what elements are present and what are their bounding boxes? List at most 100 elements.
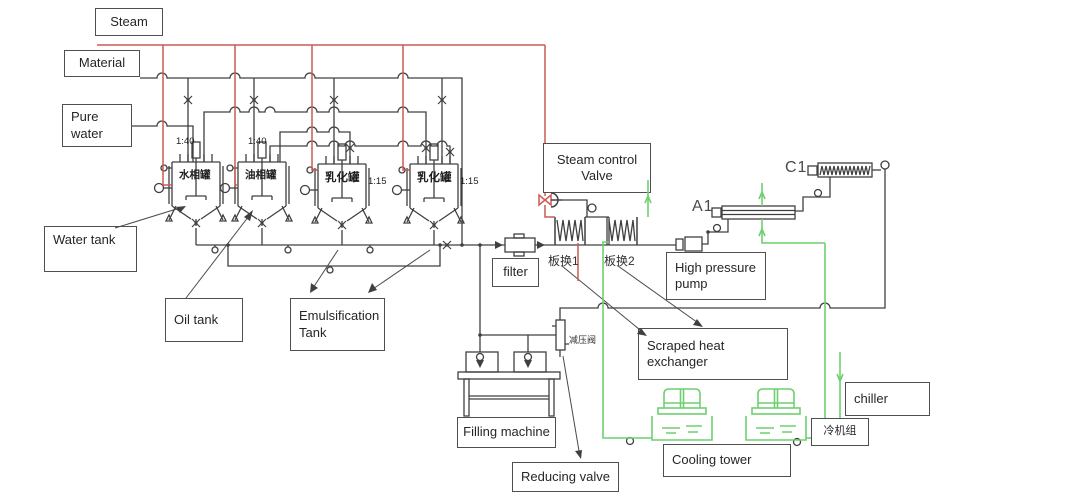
valve-circle bbox=[712, 223, 722, 233]
high-pressure-pump-label: High pressure pump bbox=[675, 259, 756, 291]
legend-material-label: Material bbox=[78, 55, 126, 71]
label-box-scraped-heat-exchanger: Scraped heat exchanger bbox=[638, 328, 788, 380]
pipe-cooling-a1-jacket bbox=[761, 183, 825, 244]
filter-outlet-arrow bbox=[537, 241, 545, 249]
filter-symbol bbox=[504, 233, 536, 257]
tank3-ratio-label: 1:15 bbox=[368, 176, 387, 187]
arrow-up bbox=[758, 189, 766, 200]
filter-label: filter bbox=[503, 264, 528, 280]
pipe-tank-outlets bbox=[195, 228, 435, 245]
leader-scraped-hx-1 bbox=[561, 265, 646, 335]
valve-circle bbox=[880, 160, 890, 170]
reducing-valve-label: Reducing valve bbox=[521, 468, 610, 484]
scraped-heat-exchanger-label: Scraped heat exchanger bbox=[647, 337, 725, 369]
label-box-water-tank: Water tank bbox=[44, 226, 137, 272]
water-tank-label: Water tank bbox=[53, 232, 116, 247]
leader-emulsification-2 bbox=[369, 249, 431, 292]
pipe-transfer-1 bbox=[203, 106, 427, 164]
reducing-valve-cn-label: 减压阀 bbox=[569, 335, 597, 345]
pipe-material-header bbox=[140, 72, 463, 245]
arrowhead bbox=[310, 283, 318, 293]
label-box-oil-tank: Oil tank bbox=[165, 298, 243, 342]
label-box-emulsification-tank: Emulsification Tank bbox=[290, 298, 385, 351]
legend-box-steam: Steam bbox=[95, 8, 163, 36]
cooling-tower-symbol-1 bbox=[651, 388, 713, 441]
label-box-filling-machine: Filling machine bbox=[457, 417, 556, 448]
legend-pure-water-label: Pure water bbox=[71, 109, 103, 141]
valve-circle bbox=[813, 188, 823, 198]
pipe-steam-drop-tank1 bbox=[162, 45, 172, 186]
label-box-reducing-valve: Reducing valve bbox=[512, 462, 619, 492]
leader-reducing-valve bbox=[562, 355, 581, 458]
label-box-high-pressure-pump: High pressure pump bbox=[666, 252, 766, 300]
reducing-valve-symbol bbox=[552, 319, 569, 357]
leader-oil-tank bbox=[185, 211, 253, 299]
tank4-cn-label: 乳化罐 bbox=[417, 172, 452, 184]
plate-hx1-coil bbox=[554, 216, 586, 246]
label-box-chiller: chiller bbox=[845, 382, 930, 416]
chiller-unit-cn-label: 冷机组 bbox=[823, 425, 857, 438]
plate-hx2-coil bbox=[606, 216, 638, 246]
oil-tank-label: Oil tank bbox=[174, 311, 219, 327]
scraped-hx-c1-symbol bbox=[807, 162, 873, 178]
scraped-hx-a1-symbol bbox=[711, 205, 796, 220]
arrow-down bbox=[836, 373, 844, 384]
filter-inlet-arrow bbox=[495, 241, 503, 249]
arrowhead bbox=[368, 283, 377, 293]
legend-box-pure-water: Pure water bbox=[62, 104, 132, 147]
steam-lines bbox=[97, 44, 579, 281]
plate-hx1-label: 板换1 bbox=[548, 254, 579, 268]
tank4-ratio-label: 1:15 bbox=[460, 176, 479, 187]
label-box-cooling-tower: Cooling tower bbox=[663, 444, 791, 477]
tank1-cn-label: 水相罐 bbox=[179, 169, 211, 181]
cooling-tower-symbol-2 bbox=[745, 388, 807, 441]
label-box-chiller-unit-cn: 冷机组 bbox=[811, 418, 869, 446]
pipe-pump-to-a1 bbox=[702, 219, 729, 245]
arrowhead bbox=[575, 450, 582, 459]
label-box-steam-control-valve: Steam control Valve bbox=[543, 143, 651, 193]
tank-symbol-oil bbox=[221, 142, 293, 227]
cooling-tower-label: Cooling tower bbox=[672, 452, 752, 468]
arrowhead bbox=[176, 206, 186, 213]
tank-symbol-water bbox=[155, 142, 227, 227]
tank2-ratio-label: 1:40 bbox=[248, 136, 267, 147]
arrow-up bbox=[758, 226, 766, 237]
filling-machine-symbol bbox=[457, 351, 561, 417]
tank1-ratio-label: 1:40 bbox=[176, 136, 195, 147]
scraped-hx-a1-label: A1 bbox=[692, 198, 714, 215]
arrowhead bbox=[244, 210, 253, 221]
chiller-label: chiller bbox=[854, 390, 888, 406]
arrow-up bbox=[644, 193, 652, 204]
steam-control-valve-label: Steam control Valve bbox=[556, 151, 638, 183]
pipe-transfer-3 bbox=[269, 140, 451, 164]
pipe-steam-drop-tank2 bbox=[234, 45, 238, 186]
label-box-filter: filter bbox=[492, 258, 539, 287]
pipe-steam-drop-tank3 bbox=[311, 45, 318, 171]
high-pressure-pump-symbol bbox=[675, 236, 703, 252]
tank3-cn-label: 乳化罐 bbox=[325, 172, 360, 184]
cooling-lines bbox=[602, 180, 844, 441]
pipe-a1-to-c1 bbox=[795, 177, 831, 212]
arrowhead-filling-2 bbox=[524, 360, 532, 368]
leader-arrowheads bbox=[176, 206, 703, 459]
pipe-transfer-2 bbox=[279, 126, 351, 164]
arrowhead-filling-1 bbox=[476, 360, 484, 368]
arrowhead bbox=[693, 319, 703, 327]
leader-emulsification-1 bbox=[310, 249, 339, 292]
plate-hx2-label: 板换2 bbox=[604, 254, 635, 268]
pipe-tank-feed-drops bbox=[187, 78, 443, 164]
tank2-cn-label: 油相罐 bbox=[245, 169, 277, 181]
inline-valves bbox=[183, 95, 455, 250]
legend-steam-label: Steam bbox=[110, 13, 148, 29]
scraped-hx-c1-label: C1 bbox=[785, 159, 808, 176]
tank-symbol-emulsification-2 bbox=[393, 144, 465, 229]
legend-box-material: Material bbox=[64, 50, 140, 77]
pipe-scv-to-hx bbox=[562, 199, 588, 217]
pipe-steam-drop-tank4 bbox=[402, 45, 410, 171]
emulsification-tank-label: Emulsification Tank bbox=[299, 308, 380, 340]
pipe-under-tank-loop bbox=[227, 245, 441, 267]
filling-machine-label: Filling machine bbox=[463, 424, 550, 440]
plate-hx-frames bbox=[554, 216, 638, 245]
leader-water-tank bbox=[114, 206, 184, 229]
